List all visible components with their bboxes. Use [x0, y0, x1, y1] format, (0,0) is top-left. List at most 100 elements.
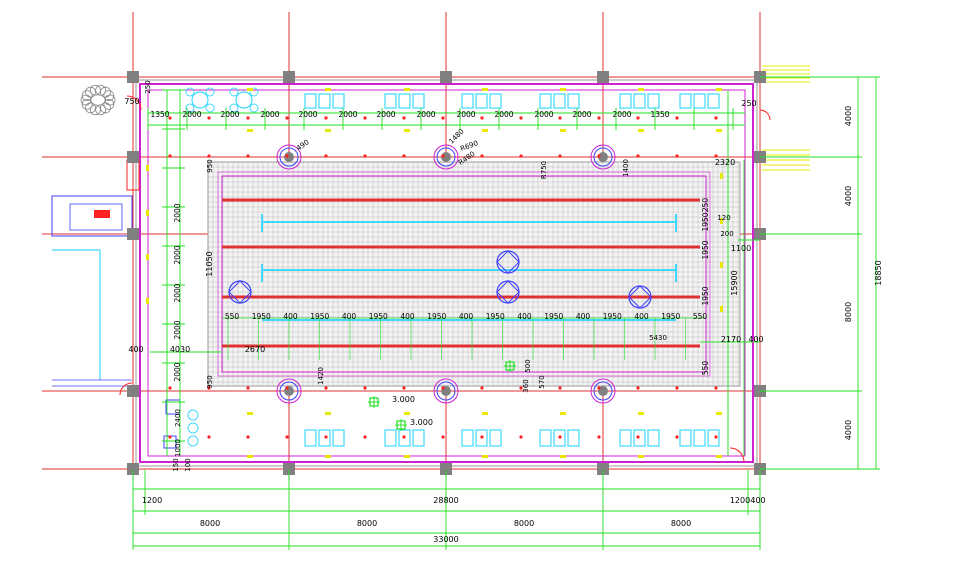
- sprinkler-dot: [441, 386, 445, 390]
- dim-pool-value: 1950: [369, 312, 388, 321]
- sprinkler-dot: [519, 116, 523, 120]
- lounge-chair: [412, 429, 425, 447]
- lounge-chair: [412, 93, 425, 109]
- structural-column: [440, 71, 452, 83]
- chair-seat: [229, 103, 239, 113]
- sprinkler-dot: [402, 435, 406, 439]
- lounge-chair: [398, 93, 411, 109]
- light-fixture: [482, 129, 488, 132]
- dim-1000: 1000: [174, 439, 182, 457]
- sprinkler-dot: [675, 116, 679, 120]
- sprinkler-dot: [558, 116, 562, 120]
- round-column: [433, 144, 459, 170]
- dim-120: 120: [717, 214, 730, 222]
- structural-columns: [127, 71, 766, 475]
- light-fixture: [146, 298, 149, 304]
- sprinkler-dot: [519, 154, 523, 158]
- round-column-inner: [279, 147, 299, 167]
- chair-seat: [229, 87, 239, 97]
- dim-right-value: 1950: [701, 212, 710, 231]
- stool: [187, 422, 199, 434]
- dim-top-value: 2000: [494, 110, 513, 119]
- dim-top-value: 2000: [572, 110, 591, 119]
- dim-right-total: 18850: [874, 260, 883, 285]
- dim-bay-3: 8000: [514, 519, 534, 528]
- plant: [95, 84, 107, 96]
- sprinkler-dot: [480, 116, 484, 120]
- dim-top-value: 2000: [182, 110, 201, 119]
- dim-400-left: 400: [128, 345, 143, 354]
- dim-top-value: 1350: [150, 110, 169, 119]
- round-column-inner: [436, 147, 456, 167]
- sprinkler-dot: [207, 154, 211, 158]
- chair-seat: [185, 103, 195, 113]
- light-fixture: [716, 129, 722, 132]
- lounge-chair: [633, 429, 646, 447]
- dim-top-value: 2000: [612, 110, 631, 119]
- round-column-inner: [279, 381, 299, 401]
- light-fixture: [638, 129, 644, 132]
- annex-room: [51, 195, 133, 237]
- plant: [100, 102, 111, 114]
- dim-left-value: 2000: [173, 203, 182, 222]
- light-fixture: [716, 88, 722, 91]
- sprinkler-dot: [558, 435, 562, 439]
- lounge-chair: [693, 93, 706, 109]
- light-fixture: [638, 412, 644, 415]
- chair-seat: [249, 103, 259, 113]
- dim-top-value: 2000: [338, 110, 357, 119]
- dim-bay-4: 8000: [671, 519, 691, 528]
- light-fixture: [720, 262, 723, 268]
- chair-seat: [185, 87, 195, 97]
- sprinkler-dot: [285, 154, 289, 158]
- light-fixture: [716, 412, 722, 415]
- light-fixture: [482, 455, 488, 458]
- sprinkler-dot: [714, 435, 718, 439]
- pool-deck: [207, 161, 741, 387]
- drain-diamond: [628, 285, 652, 309]
- sprinkler-dot: [285, 386, 289, 390]
- light-fixture: [404, 88, 410, 91]
- sprinkler-dot: [675, 154, 679, 158]
- light-fixture: [482, 88, 488, 91]
- dim-pool-value: 1950: [486, 312, 505, 321]
- dim-950-top: 950: [206, 159, 214, 172]
- round-column-inner: [436, 381, 456, 401]
- lounge-chair: [489, 93, 502, 109]
- light-fixture: [325, 129, 331, 132]
- pool-edge-outer: [217, 171, 711, 377]
- lounge-chair: [384, 429, 397, 447]
- light-fixture: [325, 412, 331, 415]
- drain-diamond: [228, 280, 252, 304]
- column-core: [284, 152, 294, 162]
- column-core: [598, 152, 608, 162]
- round-table: [235, 91, 253, 109]
- lounge-chair: [707, 93, 720, 109]
- sprinkler-dot: [441, 154, 445, 158]
- lounge-chair: [384, 93, 397, 109]
- lounge-chair: [679, 429, 692, 447]
- plant: [89, 104, 101, 116]
- sprinkler-dot: [285, 435, 289, 439]
- dim-pool-value: 400: [342, 312, 357, 321]
- dim-1400: 1400: [622, 159, 630, 177]
- structural-column: [127, 71, 139, 83]
- door-swing: [119, 382, 133, 396]
- lounge-chair: [332, 429, 345, 447]
- dim-pool-value: 400: [517, 312, 532, 321]
- sprinkler-dot: [480, 435, 484, 439]
- sprinkler-dot: [636, 386, 640, 390]
- dim-2670: 2670: [245, 345, 265, 354]
- light-fixture: [482, 412, 488, 415]
- dim-right-value: 250: [701, 198, 710, 213]
- light-fixture: [146, 254, 149, 260]
- dim-1420: 1420: [317, 367, 325, 385]
- light-fixture: [247, 88, 253, 91]
- dim-left-value: 2000: [173, 283, 182, 302]
- dim-150: 150: [172, 458, 180, 471]
- light-fixture: [560, 412, 566, 415]
- light-fixture: [638, 88, 644, 91]
